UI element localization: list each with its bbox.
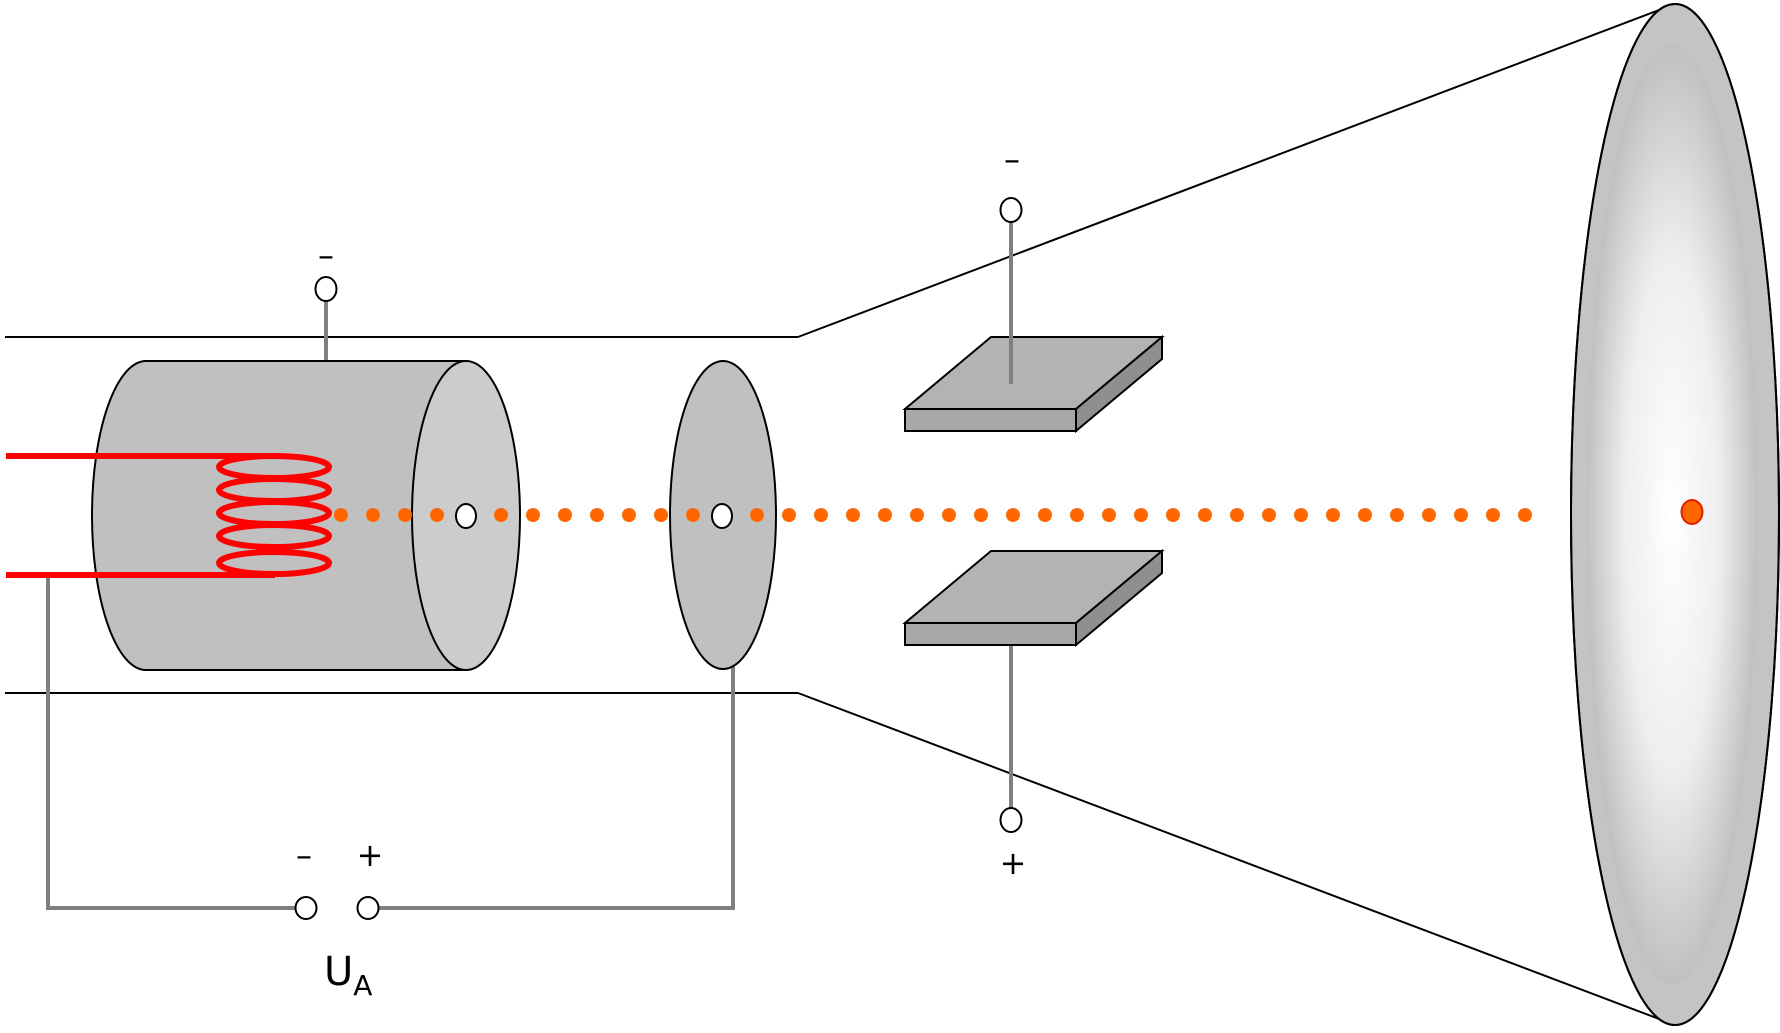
cathode-terminal-sign: – — [318, 236, 334, 274]
anode-voltage-symbol: U — [324, 949, 353, 995]
electron-beam-dot — [1102, 508, 1116, 522]
electron-beam-dot — [366, 508, 380, 522]
anode-aperture — [711, 503, 733, 529]
cathode-return-wire — [46, 575, 296, 910]
upper-plate-front-face — [904, 408, 1077, 432]
electron-beam-dot — [878, 508, 892, 522]
filament-coil-loop — [216, 549, 332, 577]
electron-beam-dot — [1454, 508, 1468, 522]
electron-beam-dot — [334, 508, 348, 522]
lower-plate-terminal — [999, 807, 1023, 833]
electron-beam-dot — [1134, 508, 1148, 522]
electron-beam-dot — [1518, 508, 1532, 522]
electron-beam-dot — [814, 508, 828, 522]
electron-beam-dot — [558, 508, 572, 522]
beam-impact-spot — [1680, 499, 1704, 525]
electron-beam-dot — [1358, 508, 1372, 522]
electron-beam-dot — [430, 508, 444, 522]
anode-voltage-positive-terminal — [356, 896, 380, 920]
cathode-aperture — [455, 503, 477, 529]
anode-disc — [669, 360, 777, 670]
electron-beam — [334, 508, 1532, 522]
electron-beam-dot — [398, 508, 412, 522]
electron-beam-dot — [942, 508, 956, 522]
electron-beam-dot — [1422, 508, 1436, 522]
cathode-cylinder-body — [91, 360, 467, 671]
tube-outline — [5, 3, 1676, 1026]
electron-beam-dot — [1166, 508, 1180, 522]
electron-beam-dot — [1198, 508, 1212, 522]
electron-beam-dot — [1038, 508, 1052, 522]
heating-filament — [6, 453, 332, 578]
electron-beam-dot — [1326, 508, 1340, 522]
electron-beam-dot — [590, 508, 604, 522]
fluorescent-screen — [1570, 3, 1780, 1026]
electron-beam-dot — [1006, 508, 1020, 522]
electron-beam-dot — [1262, 508, 1276, 522]
anode-voltage-plus-label: + — [357, 836, 384, 874]
electron-beam-dot — [1070, 508, 1084, 522]
electron-beam-dot — [1390, 508, 1404, 522]
lower-plate-front-face — [904, 622, 1077, 646]
electron-beam-dot — [686, 508, 700, 522]
electron-beam-dot — [1486, 508, 1500, 522]
anode-voltage-circuit: – + UA — [46, 575, 735, 1002]
cathode-cylinder: – — [91, 236, 521, 671]
electron-beam-dot — [750, 508, 764, 522]
anode-voltage-negative-terminal — [294, 896, 318, 920]
electron-beam-dot — [910, 508, 924, 522]
electron-beam-dot — [526, 508, 540, 522]
upper-plate-terminal — [999, 197, 1023, 223]
screen-outline — [1570, 3, 1780, 1026]
anode-voltage-label: UA — [324, 949, 372, 1002]
tube-funnel-top-line — [797, 3, 1676, 338]
upper-deflection-plate: – — [902, 140, 1165, 434]
anode-wire — [379, 666, 735, 910]
electron-beam-dot — [494, 508, 508, 522]
electron-beam-dot — [846, 508, 860, 522]
electron-beam-dot — [1230, 508, 1244, 522]
lower-deflection-plate: + — [902, 548, 1165, 882]
screen-glow — [1586, 44, 1758, 985]
electron-beam-dot — [622, 508, 636, 522]
electron-beam-dot — [782, 508, 796, 522]
electron-beam-dot — [654, 508, 668, 522]
cathode-terminal — [314, 276, 338, 302]
anode-voltage-subscript: A — [353, 969, 372, 1002]
electron-beam-dot — [974, 508, 988, 522]
upper-plate-sign: – — [1004, 140, 1020, 178]
electron-beam-dot — [1294, 508, 1308, 522]
anode-voltage-minus-label: – — [296, 836, 312, 874]
filament-coil-loop — [216, 522, 332, 550]
tube-funnel-bottom-line — [797, 692, 1676, 1026]
lower-plate-sign: + — [1000, 844, 1027, 882]
